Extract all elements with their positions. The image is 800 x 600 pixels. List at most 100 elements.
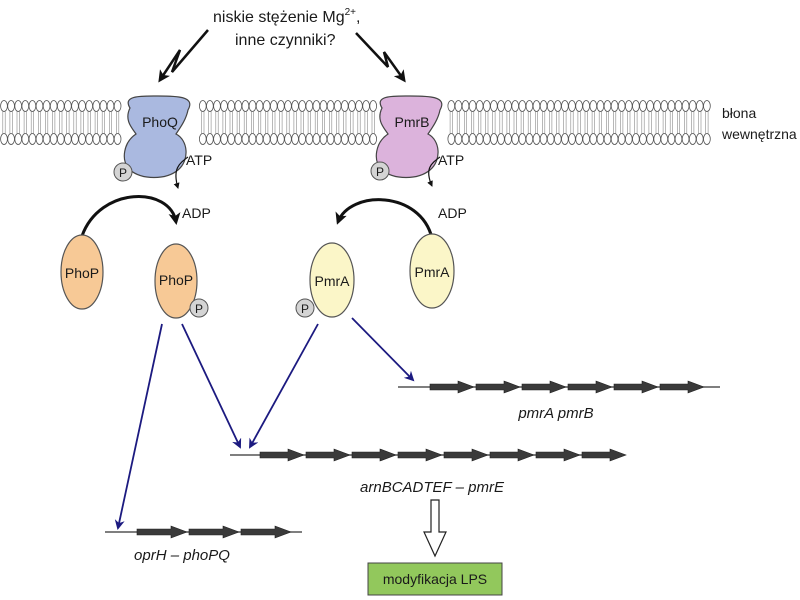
lipid-head [497,100,505,112]
lipid-head [561,100,569,112]
operon-label-oprh: oprH – phoPQ [134,547,230,564]
pmra-phosphorylated: PmrA P [295,242,355,318]
lipid-head [603,133,612,145]
lipid-head [461,133,470,145]
lipid-head [617,133,626,145]
lipid-head [56,100,65,112]
adp-label: ADP [438,205,467,221]
lipid-head [511,100,520,112]
lipid-head [21,133,30,145]
lipid-head [461,100,470,112]
lipid-head [213,100,221,112]
gene-arrow-icon [613,380,659,394]
lipid-head [653,133,661,145]
lipid-head [234,133,243,145]
lipid-head [475,133,484,145]
lipid-head [64,133,72,145]
lipid-head [85,100,93,112]
lipid-head [447,133,456,145]
lipid-head [589,133,598,145]
lipid-head [454,133,463,145]
gene-arrow-icon [567,380,613,394]
phop-label: PhoP [159,272,193,288]
atp-label: ATP [186,152,212,168]
lps-modification-label: modyfikacja LPS [383,571,487,587]
lipid-head [362,133,370,145]
lipid-head [695,133,704,145]
lipid-head [589,100,598,112]
phop-unphosphorylated: PhoP [60,234,104,310]
lipid-head [255,133,264,145]
membrane-label-line1: błona [722,105,756,121]
lipid-head [518,100,527,112]
lipid-head [248,133,257,145]
lipid-head [291,100,299,112]
lipid-head [610,133,619,145]
lipid-head [64,100,72,112]
lipid-head [582,100,590,112]
lipid-head [688,133,697,145]
lipid-head [490,100,498,112]
lipid-head [333,100,342,112]
phosphate-icon [295,298,315,318]
lipid-head [326,133,335,145]
operon-oprh-phopq [105,525,302,539]
lipid-head [99,133,108,145]
lipid-head [305,133,314,145]
signal-line-1: niskie stężenie Mg2+, [213,7,360,26]
signal-line-2: inne czynniki? [235,32,336,49]
lipid-head [319,133,328,145]
lipid-head [632,100,640,112]
lipid-head [312,100,321,112]
pmra-to-arn-arrow [249,323,319,449]
gene-arrow-icon [443,448,489,462]
pmrb-sensor-kinase: PmrB P ATP ADP [370,95,467,221]
lipid-head [78,100,86,112]
lipid-head [92,133,101,145]
gene-arrow-icon [259,448,305,462]
pmra-unphosphorylated: PmrA [409,233,455,309]
lipid-head [199,133,207,145]
lipid-head [518,133,527,145]
lipid-head [667,133,676,145]
lipid-head [454,100,463,112]
membrane-label-line2: wewnętrzna [721,126,797,142]
lipid-head [106,133,115,145]
lipid-head [35,133,44,145]
pmra-label: PmrA [415,264,451,280]
lipid-head [348,133,356,145]
gene-arrow-icon [136,525,188,539]
lipid-head [561,133,569,145]
output-arrow [423,499,447,558]
gene-arrow-icon [489,448,535,462]
lipid-head [624,100,633,112]
lipid-head [532,133,541,145]
lipid-head [277,133,285,145]
lipid-head [269,133,278,145]
lipid-head [475,100,484,112]
gene-arrow-icon [581,448,627,462]
lipid-head [113,133,122,145]
lipid-head [234,100,243,112]
atp-label: ATP [438,152,464,168]
lipid-head [539,133,548,145]
lipid-head [71,133,79,145]
lipid-head [56,133,65,145]
lipid-head [7,133,15,145]
lipid-head [106,100,115,112]
gene-arrow-icon [521,380,567,394]
lipid-head [71,100,79,112]
lipid-head [568,133,576,145]
lipid-head [703,133,711,145]
pmra-to-pmrab-arrow [351,317,415,382]
lipid-head [113,100,122,112]
lipid-head [688,100,697,112]
operon-label-pmrab: pmrA pmrB [517,405,593,422]
lipid-head [553,133,562,145]
lipid-head [0,100,8,112]
lipid-head [220,133,228,145]
adp-label: ADP [182,205,211,221]
lipid-head [206,100,214,112]
gene-arrow-icon [475,380,521,394]
signal-lightning-right-icon [355,32,406,83]
